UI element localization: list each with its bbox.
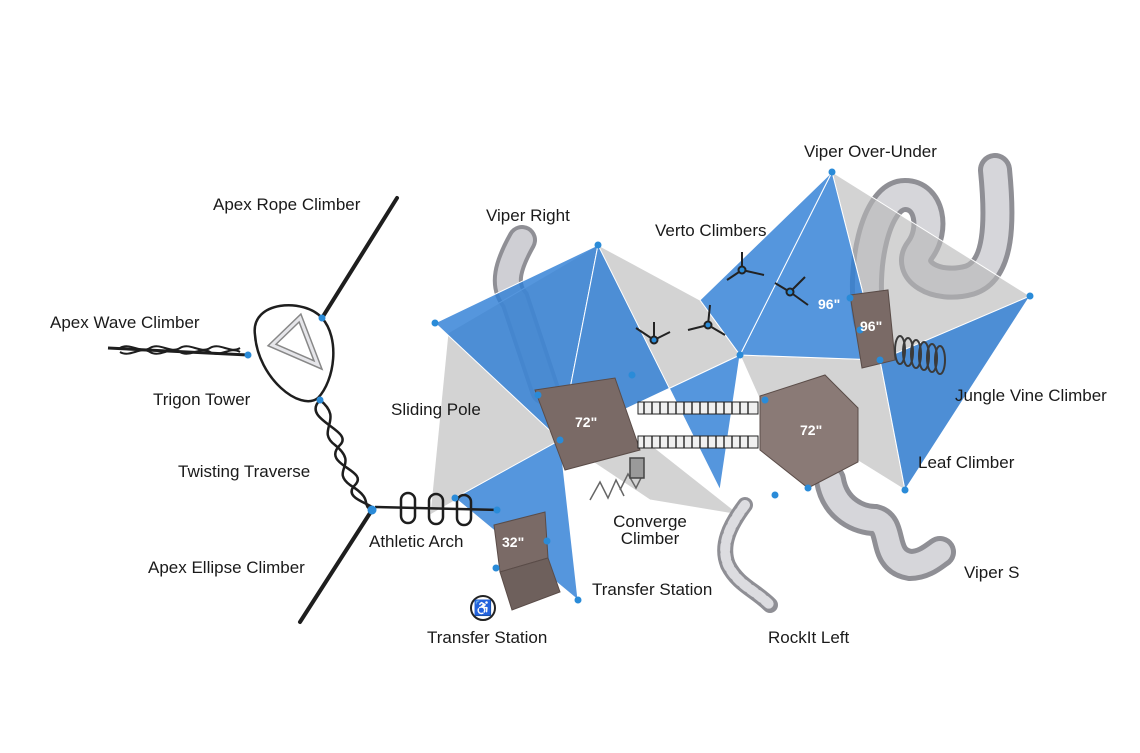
deck-left	[534, 377, 641, 471]
label-viper-right: Viper Right	[486, 206, 570, 225]
post-markers	[244, 168, 1034, 604]
label-leaf-climber: Leaf Climber	[918, 453, 1015, 472]
trigon-tower	[253, 304, 335, 403]
deck-height-top-a: 96"	[818, 296, 841, 312]
deck-height-small: 32"	[502, 534, 525, 550]
deck-top	[849, 289, 896, 369]
label-athletic-arch: Athletic Arch	[369, 532, 464, 551]
label-apex-ellipse-climber: Apex Ellipse Climber	[148, 558, 305, 577]
label-apex-rope-climber: Apex Rope Climber	[213, 195, 361, 214]
label-jungle-vine-climber: Jungle Vine Climber	[955, 386, 1107, 405]
deck-height-left: 72"	[575, 414, 598, 430]
converge-climber	[589, 457, 645, 501]
label-viper-over-under: Viper Over-Under	[804, 142, 937, 161]
label-rockit-left: RockIt Left	[768, 628, 850, 647]
athletic-arch	[374, 491, 501, 527]
label-sliding-pole: Sliding Pole	[391, 400, 481, 419]
label-transfer-station-bottom: Transfer Station	[427, 628, 548, 647]
label-transfer-station-mid: Transfer Station	[592, 580, 713, 599]
label-converge-climber: Converge Climber	[613, 512, 687, 548]
deck-center	[759, 374, 859, 489]
label-viper-s: Viper S	[964, 563, 1020, 582]
deck-small	[493, 511, 561, 611]
apex-wave-climber	[107, 345, 249, 357]
slide-viper-s	[814, 464, 956, 582]
deck-height-center: 72"	[800, 422, 823, 438]
deck-height-top-b: 96"	[860, 318, 883, 334]
twisting-traverse	[314, 399, 375, 512]
label-trigon-tower: Trigon Tower	[153, 390, 251, 409]
label-twisting-traverse: Twisting Traverse	[178, 462, 311, 481]
jungle-vine-climber	[894, 335, 946, 375]
apex-rope-climber	[298, 196, 399, 624]
wheelchair-icon: ♿	[470, 595, 496, 621]
label-apex-wave-climber: Apex Wave Climber	[50, 313, 200, 332]
bridge	[637, 401, 759, 449]
verto-climbers	[635, 252, 809, 345]
rockit-left	[717, 497, 778, 613]
label-verto-climbers: Verto Climbers	[655, 221, 767, 240]
